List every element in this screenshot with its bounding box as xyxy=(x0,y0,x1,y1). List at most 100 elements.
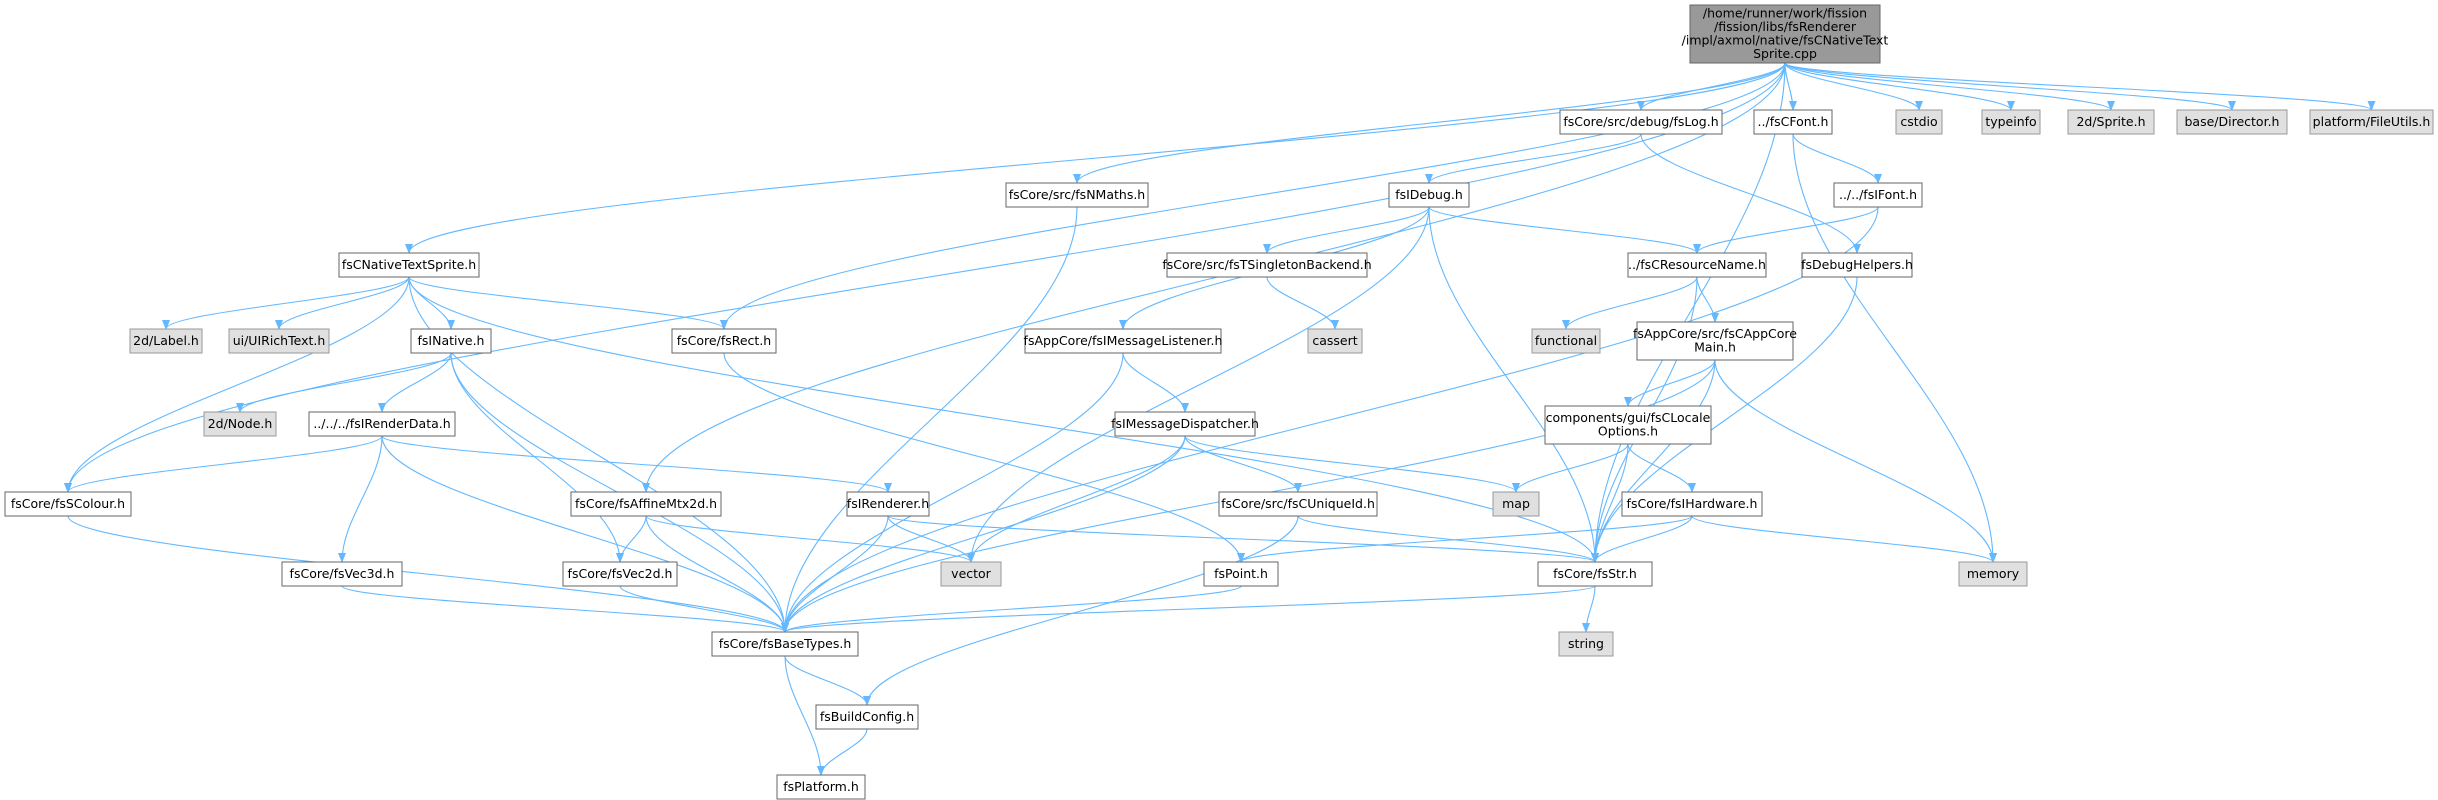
edge-fsIRenderData-to-fsSColour xyxy=(64,435,383,493)
node-box-fsBuildConfig xyxy=(815,704,919,730)
edge-fsCUniqueId-to-fsBuildConfig xyxy=(863,515,1299,706)
node-box-fsDebugHelpers xyxy=(1801,252,1913,278)
node-box-functional xyxy=(1531,328,1601,354)
node-label-cstdio-0: cstdio xyxy=(1900,114,1937,129)
node-label-fsStr-0: fsCore/fsStr.h xyxy=(1553,566,1637,581)
node-fsVec2d[interactable]: fsCore/fsVec2d.h xyxy=(562,561,678,587)
node-fsCUniqueId[interactable]: fsCore/src/fsCUniqueId.h xyxy=(1218,491,1378,517)
node-box-fsIRenderer xyxy=(846,491,930,517)
node-label-functional-0: functional xyxy=(1535,333,1597,348)
node-label-root-3: Sprite.cpp xyxy=(1753,46,1817,61)
edge-fsAffineMtx2d-to-fsBaseTypes xyxy=(645,515,789,633)
node-fsNMaths[interactable]: fsCore/src/fsNMaths.h xyxy=(1005,182,1149,208)
edge-fsIHardware-to-fsStr xyxy=(1591,515,1693,563)
edge-fsRect-to-fsPoint xyxy=(723,352,1245,563)
node-label-fsIHardware-0: fsCore/fsIHardware.h xyxy=(1627,496,1758,511)
node-fsINative[interactable]: fsINative.h xyxy=(410,328,492,354)
node-label-uirichtext-0: ui/UIRichText.h xyxy=(233,333,326,348)
node-label-vector-0: vector xyxy=(951,566,992,581)
node-box-fsCFont xyxy=(1753,109,1833,135)
edge-fsVec2d-to-fsBaseTypes xyxy=(619,585,789,633)
node-label-string-0: string xyxy=(1568,636,1604,651)
node-fsLog[interactable]: fsCore/src/debug/fsLog.h xyxy=(1559,109,1723,135)
edge-root-to-cstdio xyxy=(1784,62,1923,111)
node-label-fsIDebug-0: fsIDebug.h xyxy=(1395,187,1463,202)
node-fsIHardware[interactable]: fsCore/fsIHardware.h xyxy=(1621,491,1763,517)
node-fsIDebug[interactable]: fsIDebug.h xyxy=(1388,182,1470,208)
node-label-fsLog-0: fsCore/src/debug/fsLog.h xyxy=(1563,114,1718,129)
node-fsRect[interactable]: fsCore/fsRect.h xyxy=(671,328,777,354)
node-fsSColour[interactable]: fsCore/fsSColour.h xyxy=(4,491,132,517)
node-label-fsINative-0: fsINative.h xyxy=(418,333,485,348)
edge-root-to-sprite xyxy=(1784,62,2115,111)
node-fsPlatform[interactable]: fsPlatform.h xyxy=(776,774,866,800)
edge-fsCNativeTextSprite-to-fsINative xyxy=(408,276,455,330)
node-label-fsTSingletonBackend-0: fsCore/src/fsTSingletonBackend.h xyxy=(1162,257,1371,272)
node-box-fsVec3d xyxy=(281,561,403,587)
edge-fsIRenderer-to-fsBaseTypes xyxy=(781,515,889,633)
node-box-fsIDebug xyxy=(1388,182,1470,208)
node-fsIMessageListener[interactable]: fsAppCore/fsIMessageListener.h xyxy=(1024,328,1223,354)
node-box-fsIHardware xyxy=(1621,491,1763,517)
edge-fsCNativeTextSprite-to-label xyxy=(162,276,410,330)
edge-fsCAppCoreMain-to-fsStr xyxy=(1591,359,1716,563)
node-label: 2d/Label.h xyxy=(129,328,203,354)
edge-root-to-director xyxy=(1784,62,2236,111)
node-fsDebugHelpers[interactable]: fsDebugHelpers.h xyxy=(1801,252,1913,278)
node-fsPoint[interactable]: fsPoint.h xyxy=(1203,561,1279,587)
node-box-fsAffineMtx2d xyxy=(570,491,722,517)
edge-fsIRenderer-to-fsStr xyxy=(887,515,1599,563)
edge-fsCFont-to-fsIFont xyxy=(1792,133,1882,184)
node-label-label-0: 2d/Label.h xyxy=(133,333,199,348)
node-fsVec3d[interactable]: fsCore/fsVec3d.h xyxy=(281,561,403,587)
node-box-fsCNativeTextSprite xyxy=(338,252,480,278)
node-label-fsIFont-0: ../../fsIFont.h xyxy=(1839,187,1917,202)
edge-fsCNativeTextSprite-to-fsRect xyxy=(408,276,728,330)
edge-root-to-fsRect xyxy=(720,62,1786,330)
node-fsCNativeTextSprite[interactable]: fsCNativeTextSprite.h xyxy=(338,252,480,278)
edge-fsIFont-to-fsCResourceName xyxy=(1693,206,1879,254)
node-label-fsBaseTypes-0: fsCore/fsBaseTypes.h xyxy=(719,636,852,651)
edge-fsINative-to-fsIRenderData xyxy=(378,352,452,413)
node-box-fsIRenderData xyxy=(308,411,456,437)
node-fsIMessageDispatcher[interactable]: fsIMessageDispatcher.h xyxy=(1111,411,1259,437)
node-box-director xyxy=(2176,109,2288,135)
edge-fsDebugHelpers-to-fsStr xyxy=(1591,276,1858,563)
node-fsCResourceName[interactable]: ../fsCResourceName.h xyxy=(1627,252,1767,278)
node-fsBuildConfig[interactable]: fsBuildConfig.h xyxy=(815,704,919,730)
node-box-fsRect xyxy=(671,328,777,354)
edge-fsPoint-to-fsBaseTypes xyxy=(781,585,1242,633)
node-box-fsCResourceName xyxy=(1627,252,1767,278)
node-fsCFont[interactable]: ../fsCFont.h xyxy=(1753,109,1833,135)
node-box-memory xyxy=(1958,561,2028,587)
node-fsIFont[interactable]: ../../fsIFont.h xyxy=(1833,182,1923,208)
node-root[interactable]: /home/runner/work/fission/fission/libs/f… xyxy=(1682,4,1889,64)
node-fsStr[interactable]: fsCore/fsStr.h xyxy=(1537,561,1653,587)
edge-fsAffineMtx2d-to-fsVec2d xyxy=(616,515,647,563)
node-fsIRenderData[interactable]: ../../../fsIRenderData.h xyxy=(308,411,456,437)
node-box-fsPlatform xyxy=(776,774,866,800)
node-label-fsIMessageListener-0: fsAppCore/fsIMessageListener.h xyxy=(1024,333,1223,348)
node-box-node2d xyxy=(203,411,277,437)
node-fsBaseTypes[interactable]: fsCore/fsBaseTypes.h xyxy=(711,631,859,657)
edge-fsIDebug-to-fsStr xyxy=(1428,206,1599,563)
edge-fsCLocaleOptions-to-fsIHardware xyxy=(1627,443,1696,493)
node-label-fsVec2d-0: fsCore/fsVec2d.h xyxy=(568,566,673,581)
node-fsIRenderer[interactable]: fsIRenderer.h xyxy=(846,491,930,517)
node-label-sprite-0: 2d/Sprite.h xyxy=(2076,114,2145,129)
node-label-fsPoint-0: fsPoint.h xyxy=(1214,566,1268,581)
node-box-fsBaseTypes xyxy=(711,631,859,657)
edge-fsIHardware-to-fsPoint xyxy=(1237,515,1693,563)
node-director: base/Director.h xyxy=(2176,109,2288,135)
node-fsTSingletonBackend[interactable]: fsCore/src/fsTSingletonBackend.h xyxy=(1162,252,1372,278)
edge-fsCResourceName-to-fsCAppCoreMain xyxy=(1696,276,1719,323)
node-fsAffineMtx2d[interactable]: fsCore/fsAffineMtx2d.h xyxy=(570,491,722,517)
node-box-fsNMaths xyxy=(1005,182,1149,208)
node-typeinfo: typeinfo xyxy=(1981,109,2041,135)
edge-fsINative-to-fsVec2d xyxy=(450,352,624,563)
node-label-fsCLocaleOptions-1: Options.h xyxy=(1598,424,1658,439)
edge-fsCFont-to-memory xyxy=(1792,133,1997,563)
